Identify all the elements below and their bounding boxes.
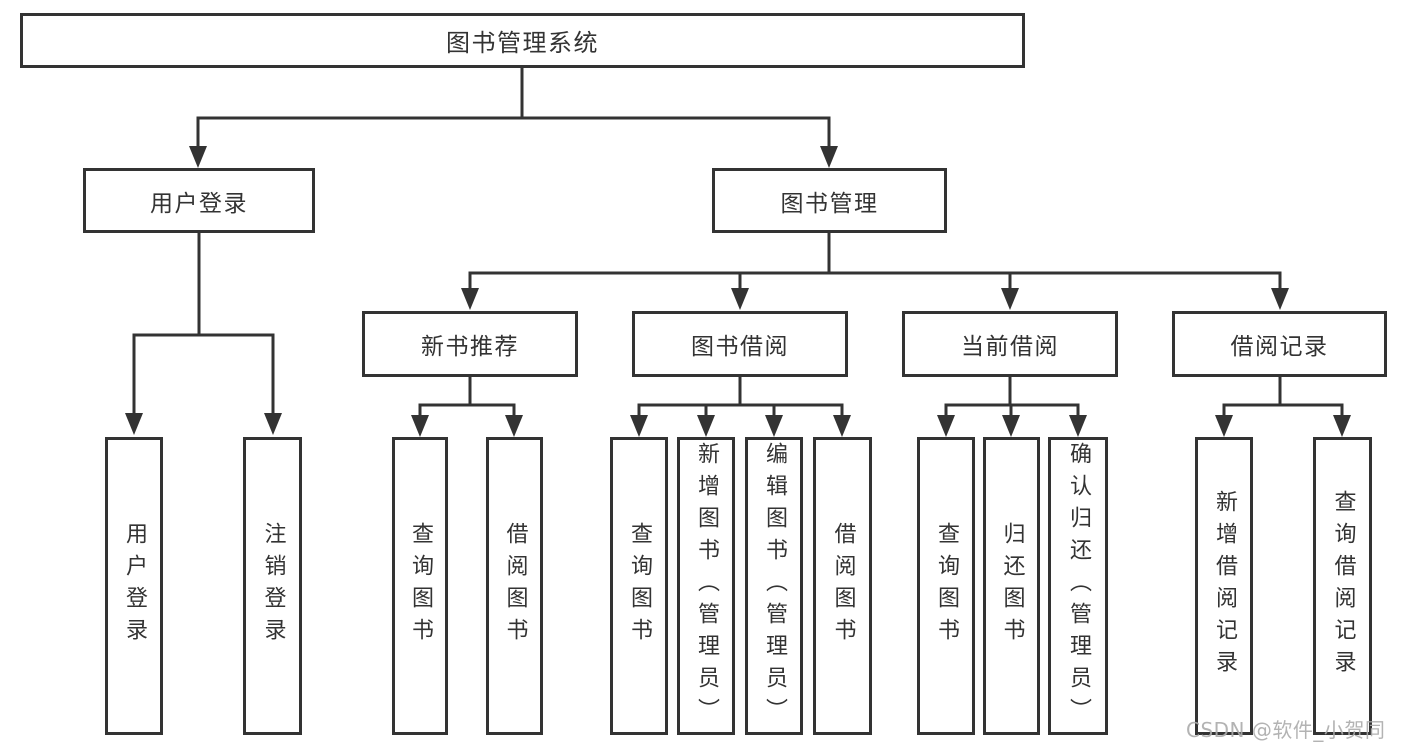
leaf-logout: 注销登录 — [243, 437, 302, 735]
leaf-add-borrow-record: 新增借阅记录 — [1195, 437, 1253, 735]
node-label: 借阅图书 — [830, 522, 856, 650]
node-label: 查询图书 — [934, 522, 959, 650]
node-current-borrow: 当前借阅 — [902, 311, 1118, 377]
leaf-borrow-books-recommend: 借阅图书 — [486, 437, 543, 735]
leaf-query-books-recommend: 查询图书 — [392, 437, 448, 735]
node-label: 查询图书 — [627, 522, 652, 650]
leaf-borrow-books: 借阅图书 — [813, 437, 872, 735]
node-label: 新增借阅记录 — [1212, 490, 1237, 682]
node-label: 借阅记录 — [1230, 334, 1329, 360]
node-label: 当前借阅 — [961, 334, 1059, 360]
node-label: 图书管理 — [780, 190, 879, 217]
leaf-return-book: 归还图书 — [983, 437, 1040, 735]
node-label: 注销登录 — [260, 522, 286, 650]
node-book-management: 图书管理 — [712, 168, 947, 233]
leaf-query-books-current: 查询图书 — [917, 437, 975, 735]
node-label: 确认归还（管理员） — [1066, 442, 1091, 730]
leaf-edit-book-admin: 编辑图书（管理员） — [745, 437, 803, 735]
leaf-confirm-return-admin: 确认归还（管理员） — [1048, 437, 1108, 735]
node-label: 用户登录 — [150, 190, 248, 217]
node-label: 新书推荐 — [421, 334, 519, 360]
node-borrow-records: 借阅记录 — [1172, 311, 1387, 377]
node-label: 归还图书 — [999, 522, 1025, 650]
arrowheads — [125, 146, 1351, 437]
watermark: CSDN @软件_小贺同学 — [1186, 718, 1386, 742]
leaf-query-books-borrow: 查询图书 — [610, 437, 668, 735]
leaf-user-login: 用户登录 — [105, 437, 163, 735]
node-library-management-system: 图书管理系统 — [20, 13, 1025, 68]
leaf-query-borrow-record: 查询借阅记录 — [1313, 437, 1372, 735]
node-user-login: 用户登录 — [83, 168, 315, 233]
node-label: 编辑图书（管理员） — [762, 442, 787, 730]
node-book-borrow: 图书借阅 — [632, 311, 848, 377]
node-label: 图书借阅 — [691, 334, 789, 360]
node-new-book-recommend: 新书推荐 — [362, 311, 578, 377]
node-label: 图书管理系统 — [446, 29, 599, 57]
connector-lines — [132, 66, 1344, 417]
node-label: 新增图书（管理员） — [694, 442, 719, 730]
node-label: 用户登录 — [122, 522, 147, 650]
node-label: 查询图书 — [408, 522, 433, 650]
leaf-add-book-admin: 新增图书（管理员） — [677, 437, 735, 735]
node-label: 借阅图书 — [502, 522, 528, 650]
node-label: 查询借阅记录 — [1330, 490, 1356, 682]
